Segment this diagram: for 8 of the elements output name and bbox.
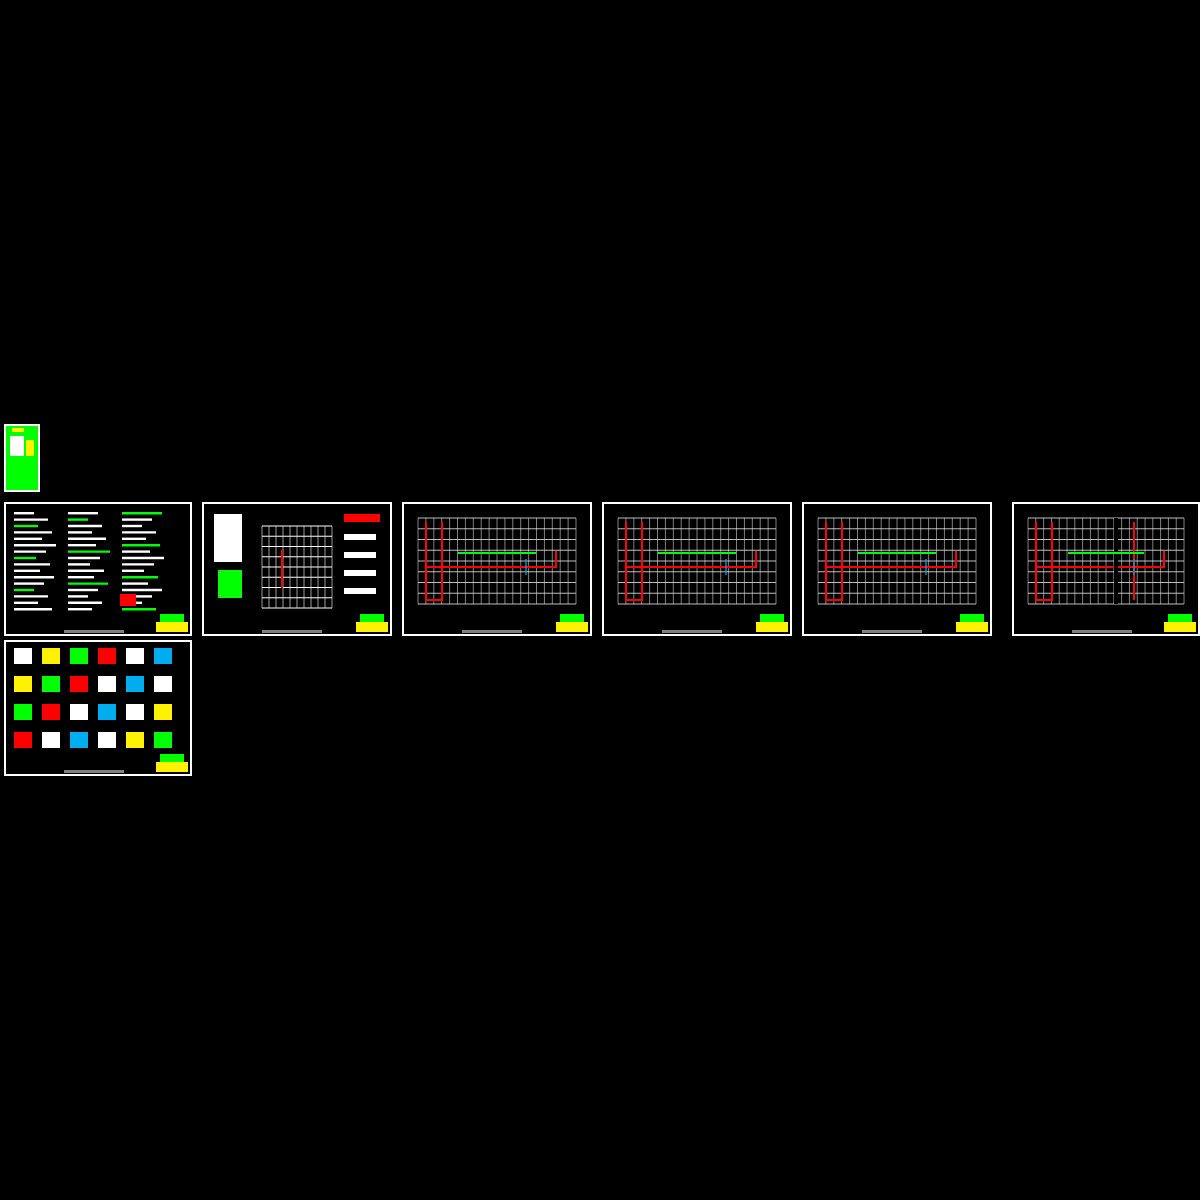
plan-sheet-drawing bbox=[402, 502, 592, 636]
notes-sheet-drawing bbox=[4, 502, 192, 636]
plan-sheet-drawing bbox=[1012, 502, 1200, 636]
detail-sheet-drawing bbox=[4, 640, 192, 776]
plan-sheet-drawing bbox=[202, 502, 392, 636]
plan-sheet-drawing bbox=[602, 502, 792, 636]
plan-sheet-drawing bbox=[802, 502, 992, 636]
cover-sheet-drawing bbox=[4, 424, 40, 492]
